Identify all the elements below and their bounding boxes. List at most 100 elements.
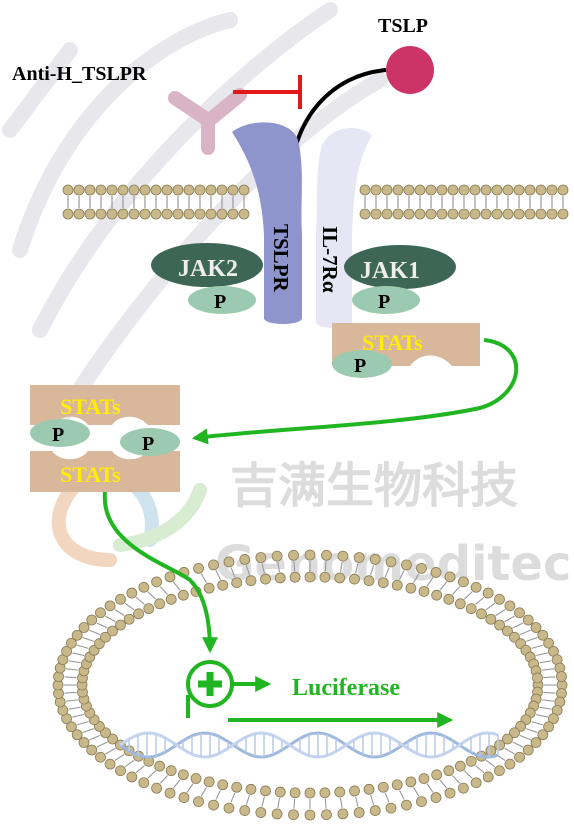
lipid-head [161,184,173,196]
lipid-tail [293,798,296,809]
antibody-shape [168,88,247,155]
lipid-head [436,208,448,220]
lipid-head [154,598,166,610]
lipid-head [377,577,389,589]
lipid-head [334,786,346,798]
lipid-head [78,737,90,748]
lipid-tail [200,786,207,797]
lipid-head [359,208,371,220]
lipid-head [401,799,412,811]
lipid-head [414,184,426,196]
lipid-tail [512,741,524,748]
lipid-tail [384,792,390,803]
lipid-head [530,737,542,748]
lipid-tail [114,753,125,761]
lipid-head [337,808,349,820]
lipid-tail [495,609,506,617]
lipid-tail [535,713,548,718]
lipid-head [465,603,477,615]
lipid-tail [245,565,250,576]
lipid-head [165,593,177,605]
lipid-tail [463,591,473,600]
lipid-head [514,607,525,619]
lipid-tail [159,586,168,595]
jak1-label: JAK1 [360,258,420,284]
tslpr-receptor [232,122,302,324]
lipid-head [543,721,555,733]
stat-dimer-top-label: STATs [60,394,121,419]
lipid-head [304,571,316,583]
lipid-head [470,581,482,593]
lipid-head [84,184,96,196]
lipid-tail [370,565,375,576]
lipid-head [470,777,482,789]
lipid-head [319,571,331,583]
jak1-phospho-label: P [378,291,390,313]
lipid-head [513,208,525,220]
lipid-head [494,739,505,751]
lipid-tail [519,629,531,636]
lipid-head [548,713,559,725]
lipid-head [190,773,202,784]
lipid-tail [96,622,108,629]
lipid-head [183,184,195,196]
lipid-head [482,771,494,783]
lipid-head [95,751,106,763]
lipid-head [304,787,316,799]
lipid-head [238,208,250,220]
il7r-label: IL-7Rα [318,226,342,293]
lipid-tail [413,786,420,797]
lipid-head [392,208,404,220]
lipid-head [193,796,204,807]
lipid-tail [519,734,531,741]
lipid-tail [526,637,538,642]
lipid-head [245,783,257,795]
jak2-label: JAK2 [178,256,238,282]
lipid-head [128,208,140,220]
lipid-head [126,771,138,783]
lipid-head [208,559,219,571]
lipid-tail [541,668,554,671]
lipid-head [161,208,173,220]
lipid-head [117,184,129,196]
lipid-tail [475,765,485,774]
luciferase-label: Luciferase [292,675,400,701]
stat-dimer-top [30,385,180,425]
lipid-head [165,765,177,777]
lipid-head [444,787,456,799]
lipid-head [537,729,549,741]
stat-dimer-bottom-label: STATs [60,462,121,487]
translocation-arrow [191,338,519,445]
lipid-tail [172,779,181,789]
lipid-head [172,184,184,196]
lipid-tail [413,573,420,584]
lipid-head [480,208,492,220]
lipid-tail [452,775,461,784]
stat-membrane-label: STATs [362,330,423,355]
lipid-head [494,619,505,631]
lipid-head [288,809,299,821]
lipid-tail [245,794,250,805]
lipid-head [494,593,505,605]
lipid-head [154,760,166,772]
lipid-head [71,729,83,741]
lipid-head [416,563,427,574]
lipid-head [65,637,77,649]
lipid-head [447,184,459,196]
lipid-head [458,208,470,220]
lipid-tail [504,747,515,755]
lipid-head [337,550,349,562]
lipid-tail [463,770,473,779]
lipid-tail [452,586,461,595]
lipid-head [401,559,412,571]
lipid-tail [64,691,77,694]
lipid-head [139,208,151,220]
lipid-head [239,554,251,565]
lipid-tail [539,706,552,710]
lipid-head [556,671,567,682]
lipid-head [535,184,547,196]
nuclear-entry-arrow [102,491,218,654]
lipid-head [150,208,162,220]
lipid-tail [200,573,207,584]
lipid-head [494,765,505,777]
